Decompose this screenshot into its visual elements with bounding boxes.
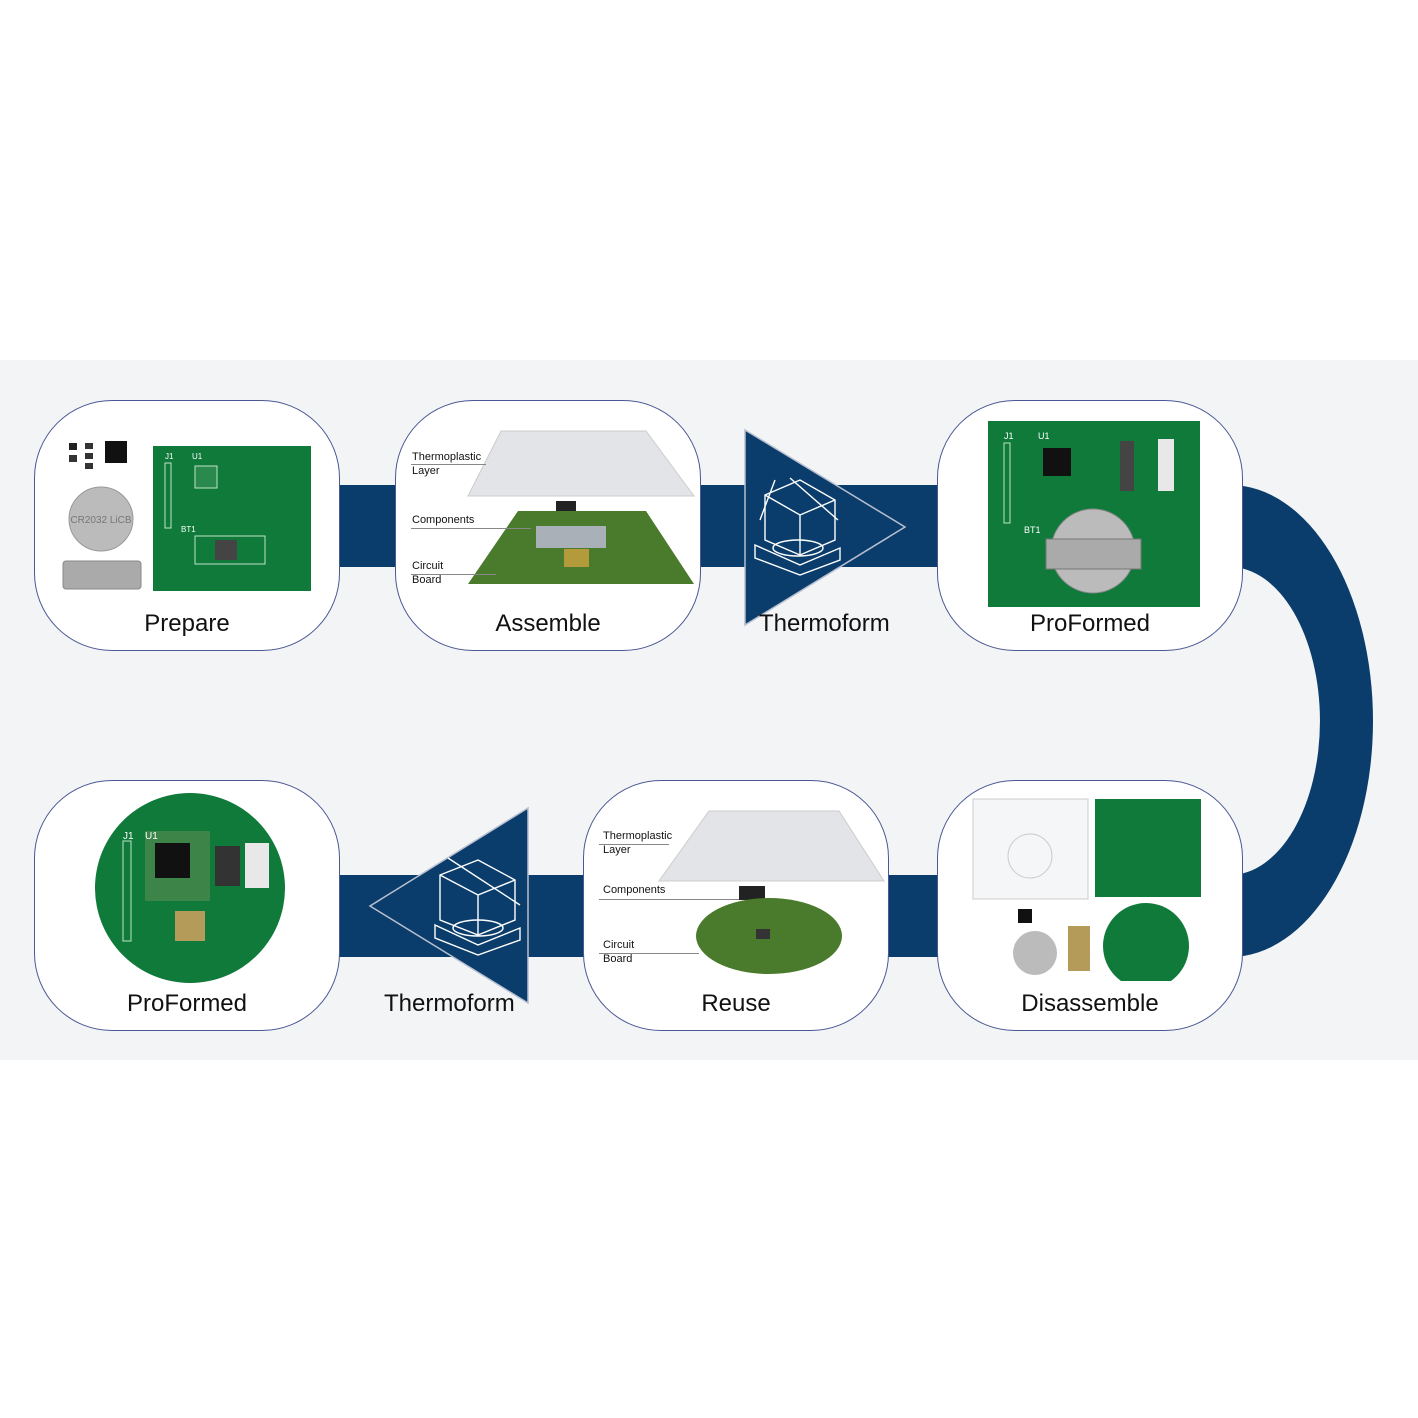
step-label-reuse: Reuse [701, 990, 771, 1017]
components-and-pcb-photo: CR2032 LiCB J1 U1 BT1 [62, 441, 311, 591]
circuit-board-label-2: Board [603, 953, 633, 965]
step-card-disassemble: Disassemble [937, 780, 1243, 1031]
thermoform-arrow-right [744, 428, 907, 627]
circuit-board-label: Circuit [603, 939, 635, 951]
thermoplastic-layer-label-2: Layer [412, 465, 440, 477]
components-label: Components [603, 884, 666, 896]
step-card-proformed: J1 U1 BT1 ProFormed [937, 400, 1243, 651]
disassembled-parts-photo [972, 798, 1201, 981]
exploded-reuse-render [658, 810, 885, 974]
step-label-thermoform: Thermoform [759, 610, 890, 637]
step-label-disassemble: Disassemble [1021, 990, 1159, 1017]
svg-text:J1: J1 [165, 452, 174, 461]
round-proformed-pcb-photo: J1 U1 [95, 793, 285, 983]
svg-text:U1: U1 [1038, 431, 1050, 441]
step-card-proformed-round: J1 U1 ProFormed [34, 780, 340, 1031]
svg-text:U1: U1 [192, 452, 203, 461]
step-label-prepare: Prepare [144, 610, 230, 637]
circuit-board-label-2: Board [412, 574, 442, 586]
step-label-proformed: ProFormed [1029, 610, 1151, 637]
step-label-thermoform-2: Thermoform [384, 990, 515, 1017]
step-card-prepare: CR2032 LiCB J1 U1 BT1 Prepare [34, 400, 340, 651]
return-arc [1230, 485, 1373, 957]
svg-text:J1: J1 [1004, 431, 1014, 441]
svg-text:J1: J1 [123, 831, 134, 842]
thermoplastic-layer-label: Thermoplastic [603, 830, 673, 842]
step-label-assemble: Assemble [495, 610, 601, 637]
components-label: Components [412, 514, 475, 526]
svg-text:BT1: BT1 [1024, 525, 1041, 535]
step-label-proformed-2: ProFormed [126, 990, 248, 1017]
svg-text:BT1: BT1 [181, 525, 196, 534]
proformed-pcb-photo: J1 U1 BT1 [988, 421, 1200, 607]
step-card-assemble: Thermoplastic Layer Components Circuit B… [395, 400, 701, 651]
step-card-reuse: Thermoplastic Layer Components Circuit B… [583, 780, 889, 1031]
circuit-board-label: Circuit [412, 560, 444, 572]
exploded-assembly-render [467, 430, 695, 584]
svg-text:U1: U1 [145, 831, 158, 842]
thermoform-arrow-left [368, 806, 529, 1005]
thermoforming-machine-icon [754, 477, 841, 576]
svg-text:CR2032 LiCB: CR2032 LiCB [70, 515, 131, 526]
thermoplastic-layer-label: Thermoplastic [412, 451, 482, 463]
thermoplastic-layer-label-2: Layer [603, 844, 631, 856]
thermoforming-machine-icon [434, 857, 521, 956]
